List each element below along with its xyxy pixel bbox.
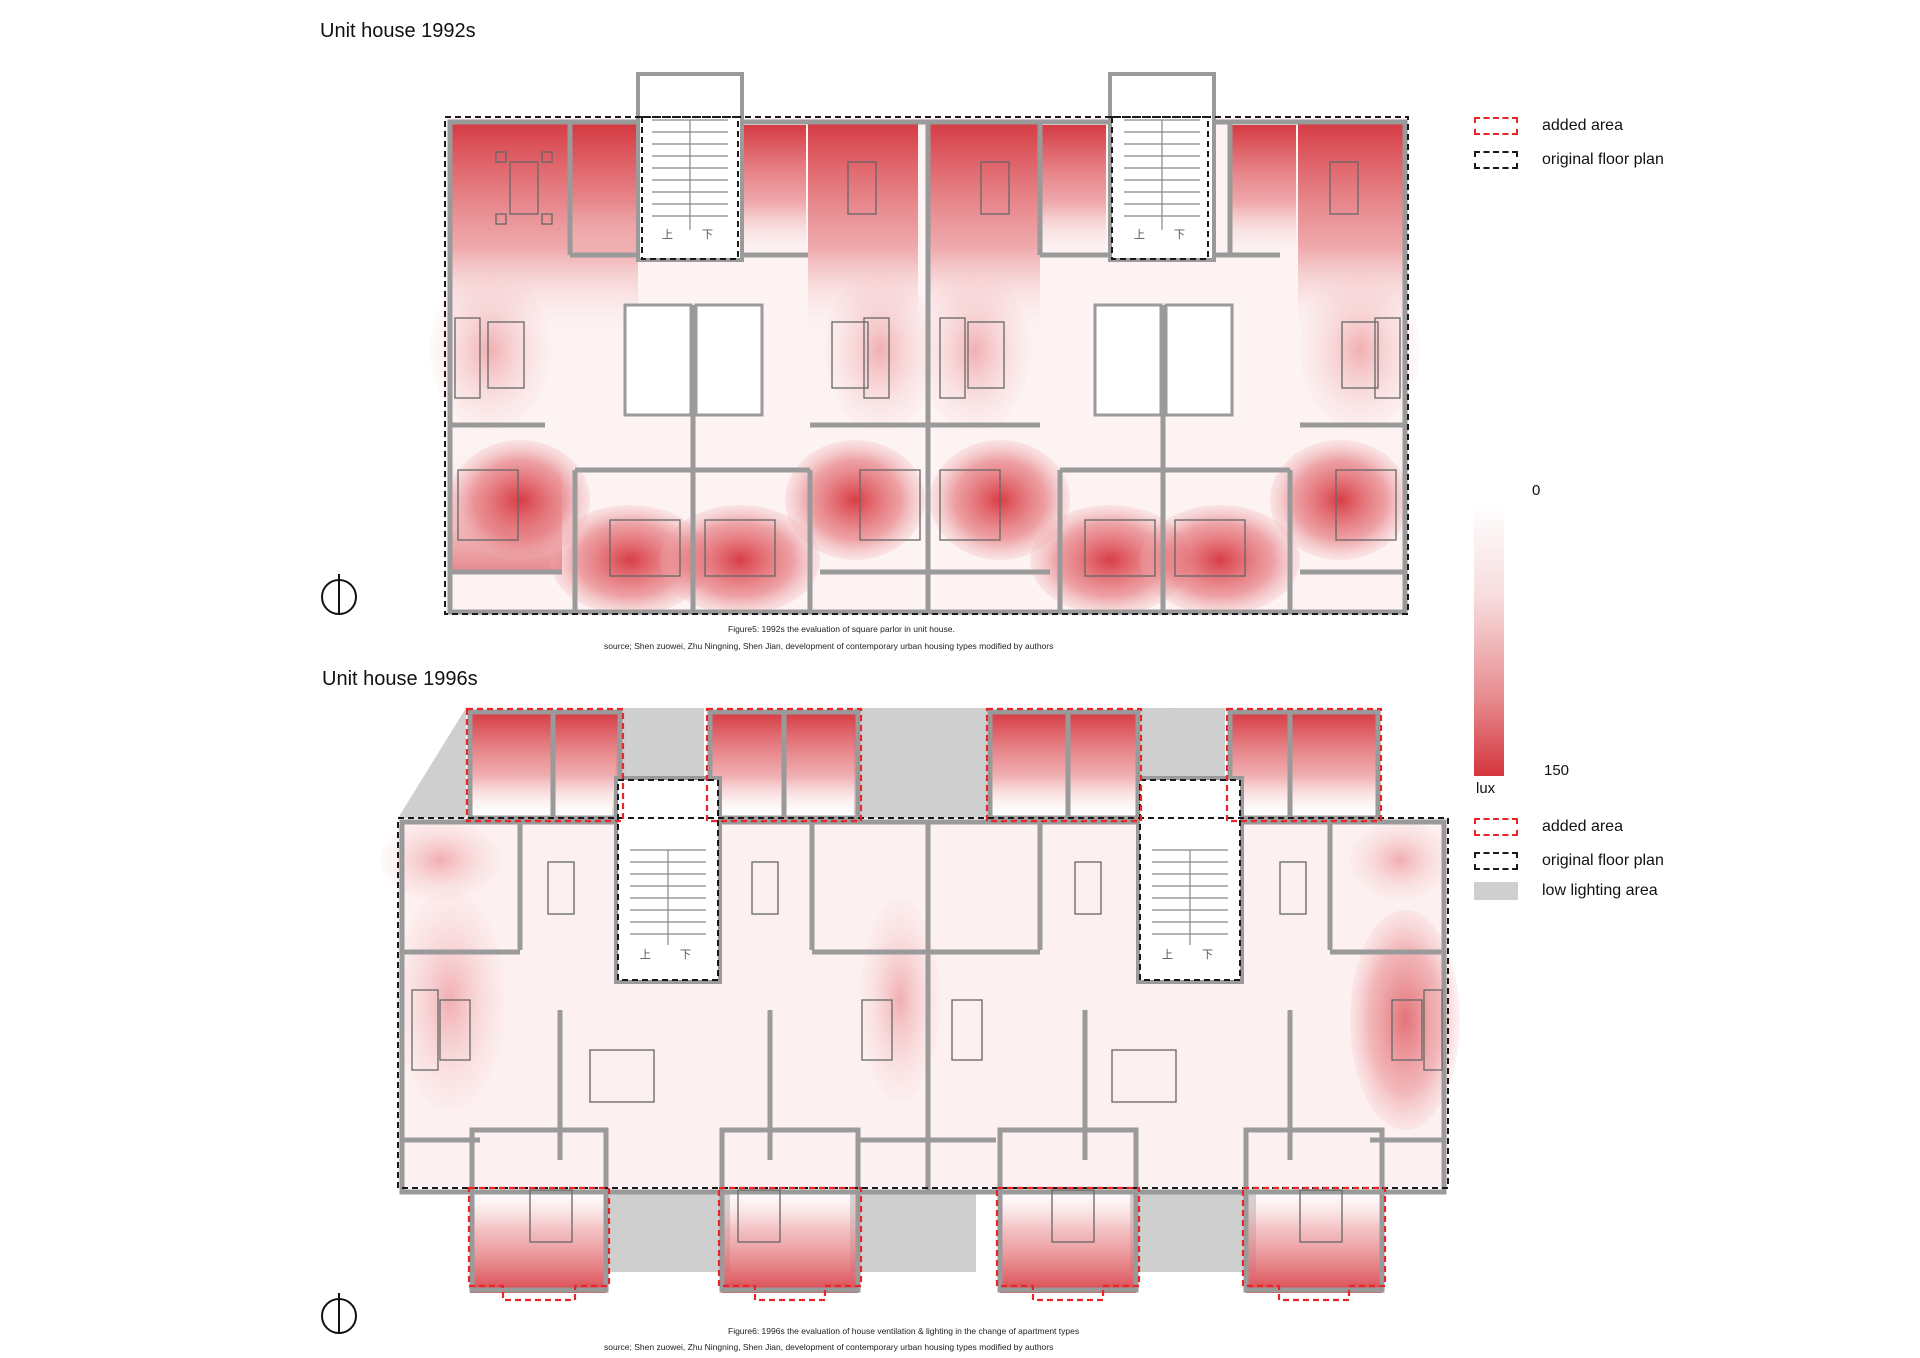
stair-up-label-1: 上 <box>662 228 673 241</box>
low-lighting-areas <box>398 708 1256 1272</box>
legend-added-area-label: added area <box>1542 117 1623 134</box>
stair-up-label-2: 上 <box>1134 228 1145 241</box>
lux-unit-label: lux <box>1476 780 1496 797</box>
plan-1996-caption: Figure6: 1996s the evaluation of house v… <box>728 1326 1080 1336</box>
plan-1992: 上 下 上 下 <box>430 72 1420 615</box>
north-arrow-icon <box>321 574 357 615</box>
plan-1992-caption: Figure5: 1992s the evaluation of square … <box>728 624 955 634</box>
stair-down-label-3: 下 <box>680 948 691 961</box>
added-area-swatch <box>1474 818 1518 836</box>
plan-1996-title: Unit house 1996s <box>322 668 478 690</box>
heat-kitchen-1 <box>570 125 636 255</box>
legend-original-plan-label: original floor plan <box>1542 151 1664 168</box>
legend2-low-lighting-label: low lighting area <box>1542 882 1658 899</box>
plan-1992-source: source; Shen zuowei, Zhu Ningning, Shen … <box>604 641 1054 651</box>
legend-original-plan: original floor plan <box>1474 151 1664 169</box>
heat-kitchen-2 <box>740 125 806 255</box>
stair-down-label-2: 下 <box>1174 228 1185 241</box>
heat-kitchen-4 <box>1230 125 1296 255</box>
stair-down-label-1: 下 <box>702 228 713 241</box>
legend2-added-area: added area <box>1474 818 1623 836</box>
original-plan-swatch <box>1474 852 1518 870</box>
plan-1996-added-outline <box>465 707 1387 1302</box>
plan-1996-source: source; Shen zuowei, Zhu Ningning, Shen … <box>604 1342 1054 1352</box>
stair-down-label-4: 下 <box>1202 948 1213 961</box>
legend-added-area: added area <box>1474 117 1623 135</box>
heat-kitchen-3 <box>1040 125 1106 255</box>
legend2-low-lighting: low lighting area <box>1474 882 1658 900</box>
added-bedroom-modules <box>470 1185 1382 1293</box>
plan-1996: 上 下 上 下 <box>380 707 1460 1302</box>
stair-up-label-3: 上 <box>640 948 651 961</box>
legend2-added-area-label: added area <box>1542 818 1623 835</box>
stair-up-label-4: 上 <box>1162 948 1173 961</box>
lux-max-label: 150 <box>1544 762 1570 779</box>
north-arrow-icon <box>321 1293 357 1334</box>
plan-1992-title: Unit house 1992s <box>320 20 476 42</box>
low-lighting-swatch <box>1474 882 1518 900</box>
plan-1992-original-outline <box>444 116 1409 615</box>
plan-1996-original-outline <box>397 779 1449 1189</box>
added-area-swatch <box>1474 117 1518 135</box>
legend2-original-plan-label: original floor plan <box>1542 852 1664 869</box>
lux-min-label: 0 <box>1532 482 1541 499</box>
lux-color-bar <box>1474 502 1504 776</box>
original-plan-swatch <box>1474 151 1518 169</box>
legend2-original-plan: original floor plan <box>1474 852 1664 870</box>
